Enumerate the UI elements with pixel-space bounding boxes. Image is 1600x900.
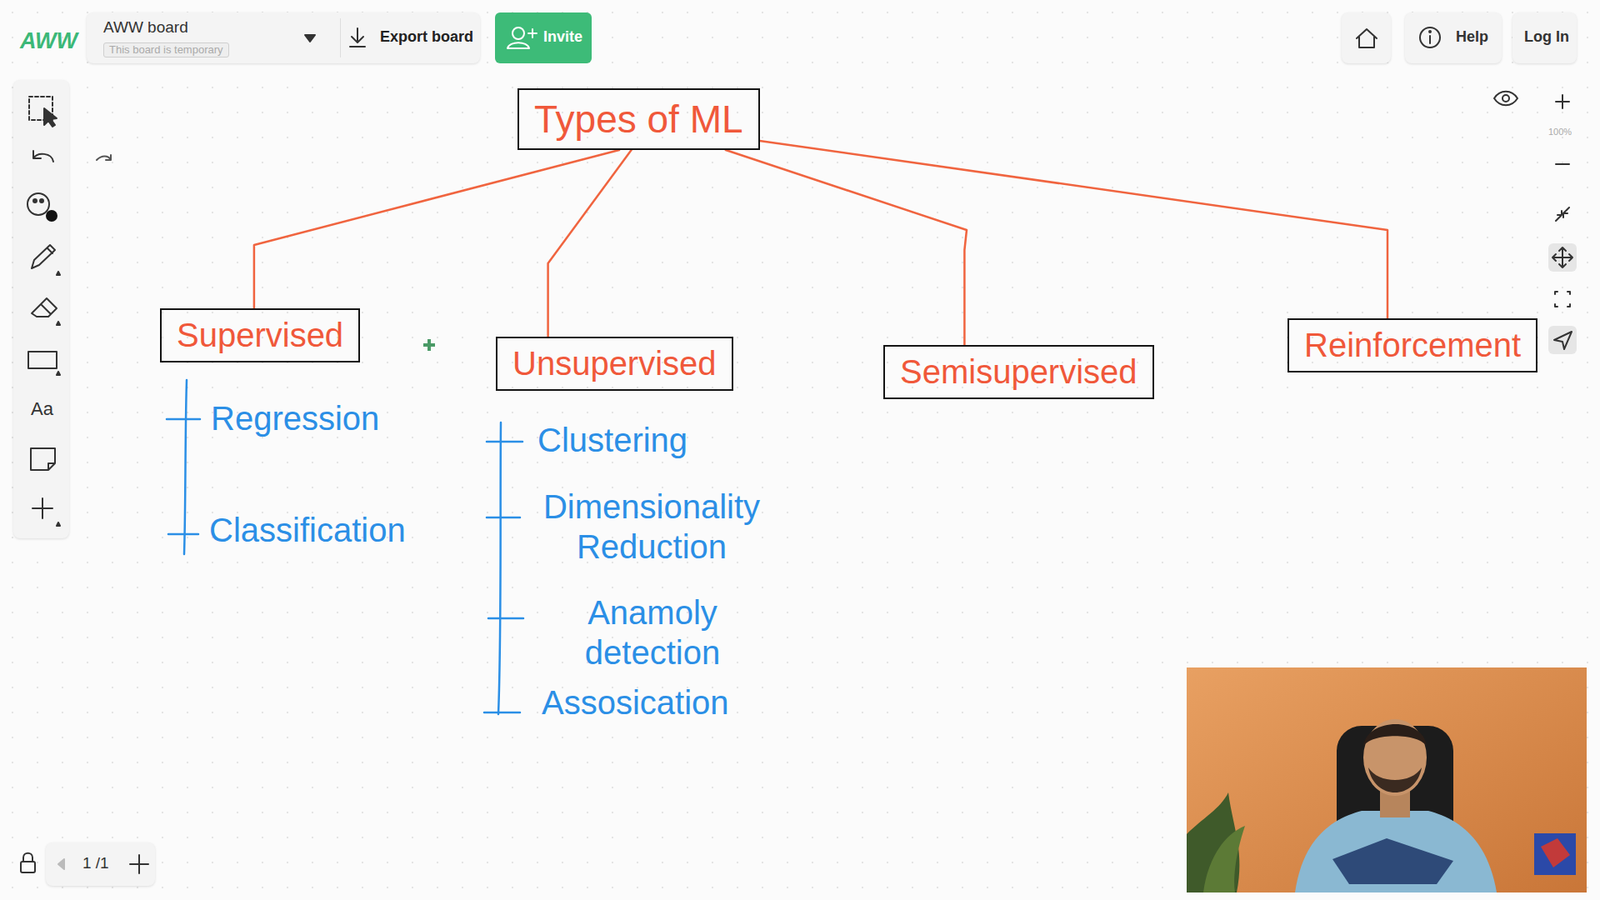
connector-line bbox=[760, 140, 1388, 319]
connector-line bbox=[548, 150, 632, 337]
node-text: Supervised bbox=[176, 316, 344, 355]
category-box: Semisupervised bbox=[883, 345, 1155, 400]
separator bbox=[340, 18, 341, 58]
subtype-label: Classification bbox=[209, 510, 406, 550]
node-text: Semisupervised bbox=[900, 353, 1138, 391]
board-name: AWW board bbox=[103, 18, 189, 38]
subtype-label: Assosication bbox=[541, 682, 730, 723]
temporary-badge: This board is temporary bbox=[103, 42, 230, 58]
node-text: Unsupervised bbox=[512, 345, 717, 383]
subtype-label: Clustering bbox=[537, 420, 688, 460]
button-label: Export board bbox=[380, 28, 474, 47]
home-button bbox=[1341, 12, 1391, 64]
button-label: Log In bbox=[1524, 28, 1570, 47]
connector-line bbox=[725, 150, 967, 345]
page-counter: 1 /1 bbox=[82, 854, 110, 874]
connector-line bbox=[254, 150, 620, 309]
app-logo: AWW bbox=[20, 27, 78, 55]
category-box: Unsupervised bbox=[495, 336, 734, 391]
webcam-feed bbox=[1186, 667, 1587, 893]
category-box: Reinforcement bbox=[1287, 318, 1538, 373]
category-box: Supervised bbox=[160, 308, 360, 363]
subtype-label: Dimensionality Reduction bbox=[522, 486, 781, 567]
button-label: Invite bbox=[543, 28, 583, 47]
subtype-label: Regression bbox=[210, 398, 380, 439]
zoom-level: 100% bbox=[1548, 126, 1572, 138]
tool-label: Aa bbox=[30, 398, 54, 420]
button-label: Help bbox=[1455, 28, 1489, 47]
title-box: Types of ML bbox=[517, 88, 760, 150]
subtype-label: Anamoly detection bbox=[540, 592, 765, 673]
node-text: Types of ML bbox=[534, 96, 744, 142]
node-text: Reinforcement bbox=[1304, 326, 1521, 365]
